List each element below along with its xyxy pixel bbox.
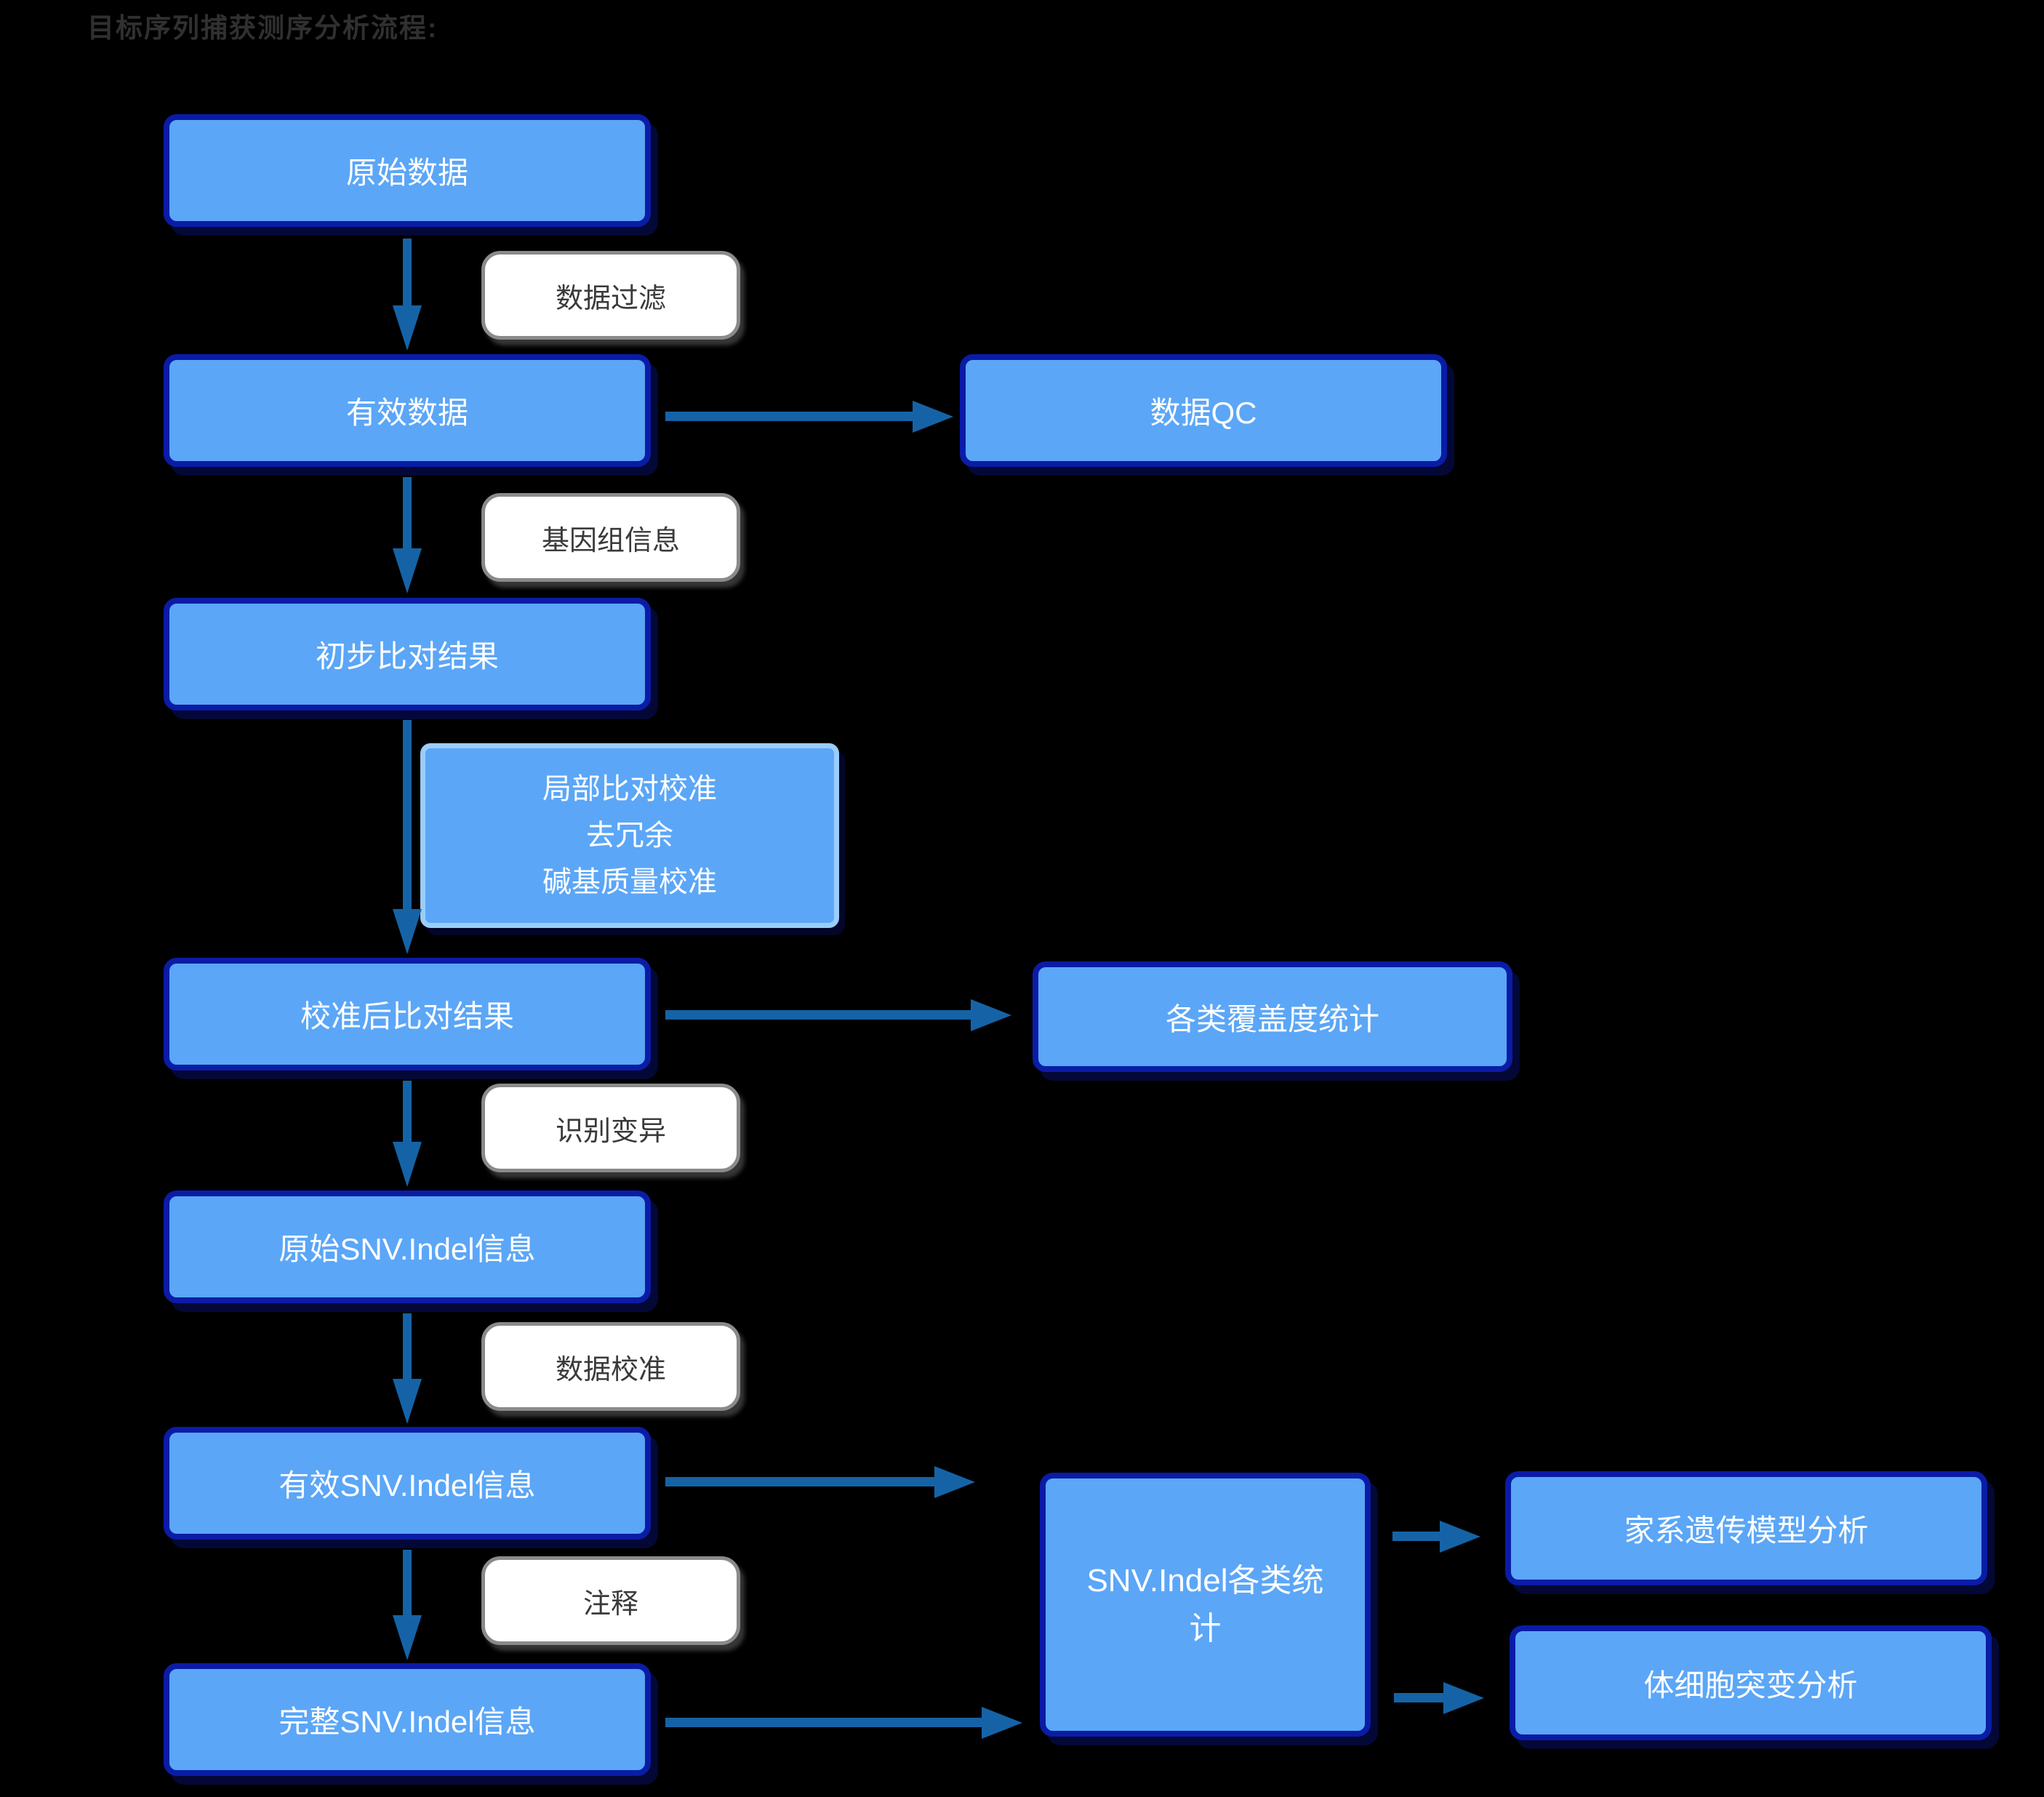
arrow-stats-to-pedigree-shaft (1392, 1532, 1441, 1541)
arrow-rawsnv-to-validsnv-head-icon (393, 1379, 422, 1424)
arrow-calibrated-to-coverage-shaft (665, 1010, 972, 1020)
callout-calibration-steps: 局部比对校准 去冗余 碱基质量校准 (420, 743, 839, 928)
callout-line-local-realign: 局部比对校准 (542, 773, 717, 805)
node-raw-data: 原始数据 (164, 114, 651, 227)
arrow-completesnv-to-stats-shaft (665, 1718, 983, 1727)
step-label-data-calibration: 数据校准 (481, 1322, 740, 1411)
node-complete-snv-indel: 完整SNV.Indel信息 (164, 1663, 651, 1776)
step-label-annotation: 注释 (481, 1556, 740, 1645)
page-title: 目标序列捕获测序分析流程: (87, 13, 438, 43)
arrow-validsnv-to-completesnv-head-icon (393, 1615, 422, 1660)
step-label-genome-info: 基因组信息 (481, 493, 740, 582)
node-initial-alignment: 初步比对结果 (164, 598, 651, 711)
node-somatic-mutation-analysis: 体细胞突变分析 (1510, 1625, 1992, 1740)
arrow-validsnv-to-stats-head-icon (934, 1466, 975, 1498)
arrow-stats-to-somatic-head-icon (1443, 1682, 1484, 1714)
arrow-raw-to-valid-shaft (403, 239, 412, 307)
arrow-stats-to-pedigree-head-icon (1440, 1521, 1480, 1553)
node-pedigree-model-analysis: 家系遗传模型分析 (1505, 1471, 1987, 1585)
arrow-valid-to-alignment-shaft (403, 477, 412, 550)
arrow-raw-to-valid-head-icon (393, 305, 422, 351)
arrow-completesnv-to-stats-head-icon (982, 1707, 1022, 1739)
node-coverage-stats: 各类覆盖度统计 (1033, 961, 1512, 1072)
arrow-alignment-to-calibrated-head-icon (393, 909, 422, 954)
arrow-valid-to-qc-head-icon (913, 401, 953, 433)
callout-line-dedup: 去冗余 (586, 820, 673, 852)
arrow-valid-to-qc-shaft (665, 412, 914, 421)
step-label-variant-calling: 识别变异 (481, 1084, 740, 1172)
node-valid-snv-indel: 有效SNV.Indel信息 (164, 1427, 651, 1540)
arrow-calibrated-to-coverage-head-icon (971, 999, 1011, 1031)
node-raw-snv-indel: 原始SNV.Indel信息 (164, 1190, 651, 1303)
callout-line-base-quality: 碱基质量校准 (542, 866, 717, 898)
arrow-stats-to-somatic-shaft (1394, 1693, 1445, 1702)
arrow-validsnv-to-completesnv-shaft (403, 1550, 412, 1617)
node-snv-indel-stats: SNV.Indel各类统计 (1040, 1473, 1371, 1737)
arrow-validsnv-to-stats-shaft (665, 1477, 936, 1486)
arrow-calibrated-to-rawsnv-shaft (403, 1081, 412, 1143)
arrow-valid-to-alignment-head-icon (393, 548, 422, 593)
node-calibrated-alignment: 校准后比对结果 (164, 958, 651, 1070)
step-label-data-filter: 数据过滤 (481, 251, 740, 340)
node-valid-data: 有效数据 (164, 354, 651, 467)
arrow-calibrated-to-rawsnv-head-icon (393, 1142, 422, 1187)
node-data-qc: 数据QC (960, 354, 1447, 467)
arrow-alignment-to-calibrated-shaft (403, 720, 412, 910)
arrow-rawsnv-to-validsnv-shaft (403, 1313, 412, 1380)
